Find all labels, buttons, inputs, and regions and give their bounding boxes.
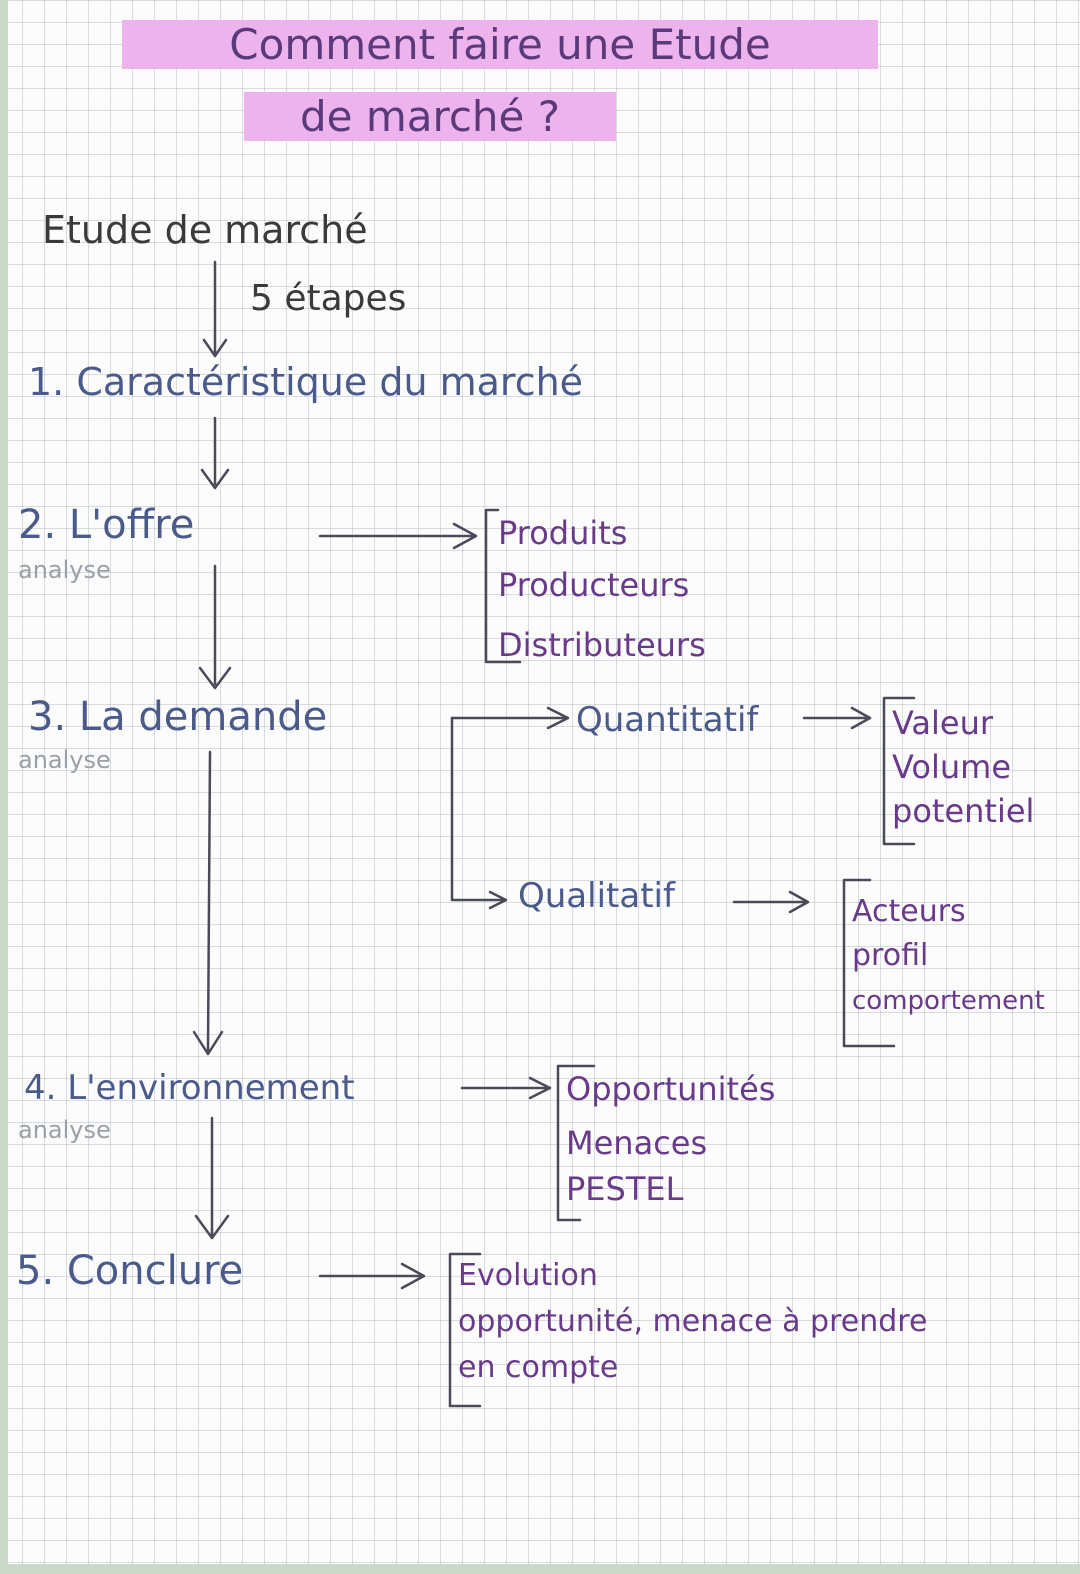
step-3-label: 3. La demande: [28, 694, 328, 740]
title-line-2: de marché ?: [244, 92, 616, 141]
bracket: [484, 508, 522, 664]
page-edge: [0, 0, 8, 1574]
step-4-label: 4. L'environnement: [24, 1068, 355, 1108]
conclusion-detail: en compte: [458, 1350, 619, 1385]
quantitative-detail: Valeur: [892, 704, 994, 742]
bracket: [556, 1064, 596, 1222]
environment-detail: Opportunités: [566, 1070, 776, 1108]
offer-detail: Distributeurs: [498, 626, 706, 664]
step-1-label: 1. Caractéristique du marché: [28, 360, 584, 404]
environment-detail: PESTEL: [566, 1170, 684, 1208]
steps-count-label: 5 étapes: [250, 278, 407, 319]
qualitative-detail: comportement: [852, 986, 1045, 1016]
step-2-note: analyse: [18, 556, 111, 584]
step-5-label: 5. Conclure: [16, 1248, 244, 1294]
qualitative-detail: Acteurs: [852, 894, 966, 929]
step-2-label: 2. L'offre: [18, 502, 195, 548]
bracket: [882, 696, 916, 846]
right-arrow-icon: [450, 706, 570, 730]
page-edge: [0, 1564, 1080, 1574]
qualitative-detail: profil: [852, 938, 929, 973]
down-arrow-icon: [202, 260, 228, 358]
step-4-note: analyse: [18, 1116, 111, 1144]
branch-line: [450, 716, 508, 910]
right-arrow-icon: [732, 890, 810, 914]
offer-detail: Producteurs: [498, 566, 690, 604]
down-arrow-icon: [200, 416, 230, 490]
conclusion-detail: opportunité, menace à prendre: [458, 1304, 928, 1339]
quantitative-detail: Volume: [892, 748, 1012, 786]
root-label: Etude de marché: [42, 208, 368, 252]
down-arrow-icon: [192, 750, 224, 1056]
conclusion-detail: Evolution: [458, 1258, 598, 1293]
down-arrow-icon: [198, 564, 232, 690]
right-arrow-icon: [318, 1262, 426, 1290]
bracket: [842, 878, 896, 1048]
environment-detail: Menaces: [566, 1124, 708, 1162]
right-arrow-icon: [802, 706, 872, 730]
branch-qualitative: Qualitatif: [518, 876, 675, 916]
right-arrow-icon: [318, 522, 478, 550]
bracket: [448, 1252, 482, 1408]
right-arrow-icon: [460, 1076, 552, 1100]
quantitative-detail: potentiel: [892, 792, 1035, 830]
branch-quantitative: Quantitatif: [576, 700, 759, 740]
title-line-1: Comment faire une Etude: [122, 20, 878, 69]
offer-detail: Produits: [498, 514, 628, 552]
down-arrow-icon: [194, 1116, 230, 1240]
step-3-note: analyse: [18, 746, 111, 774]
